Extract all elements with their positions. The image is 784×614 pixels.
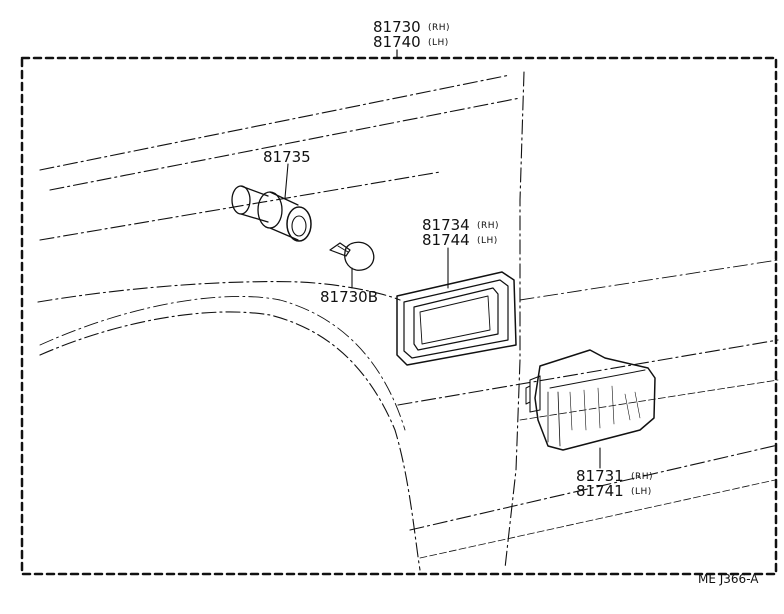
lens-lh-part-number: 81741 xyxy=(576,482,624,500)
socket-part-drawing xyxy=(231,185,312,242)
assembly-rh-side: (RH) xyxy=(428,23,450,33)
lens-lh-side: (LH) xyxy=(631,487,652,497)
lens-part-drawing xyxy=(525,349,656,451)
gasket-lh-part-number: 81744 xyxy=(422,231,470,249)
gasket-part-drawing xyxy=(396,271,517,366)
lens-rh-part-number: 81731 xyxy=(576,467,624,485)
diagram-code: ME J366-A xyxy=(698,572,759,586)
assembly-lh-part-number: 81740 xyxy=(373,33,421,51)
gasket-rh-part-number: 81734 xyxy=(422,216,470,234)
bulb-part-drawing xyxy=(329,241,375,271)
socket-leader-line xyxy=(284,163,289,199)
assembly-rh-part-number: 81730 xyxy=(373,18,421,36)
diagram-frame xyxy=(20,56,778,576)
vehicle-body-outline xyxy=(37,71,779,571)
gasket-lh-side: (LH) xyxy=(477,236,498,246)
socket-part-number: 81735 xyxy=(263,148,311,166)
lens-rh-side: (RH) xyxy=(631,472,653,482)
gasket-rh-side: (RH) xyxy=(477,221,499,231)
assembly-lh-side: (LH) xyxy=(428,38,449,48)
bulb-part-number: 81730B xyxy=(320,288,378,306)
